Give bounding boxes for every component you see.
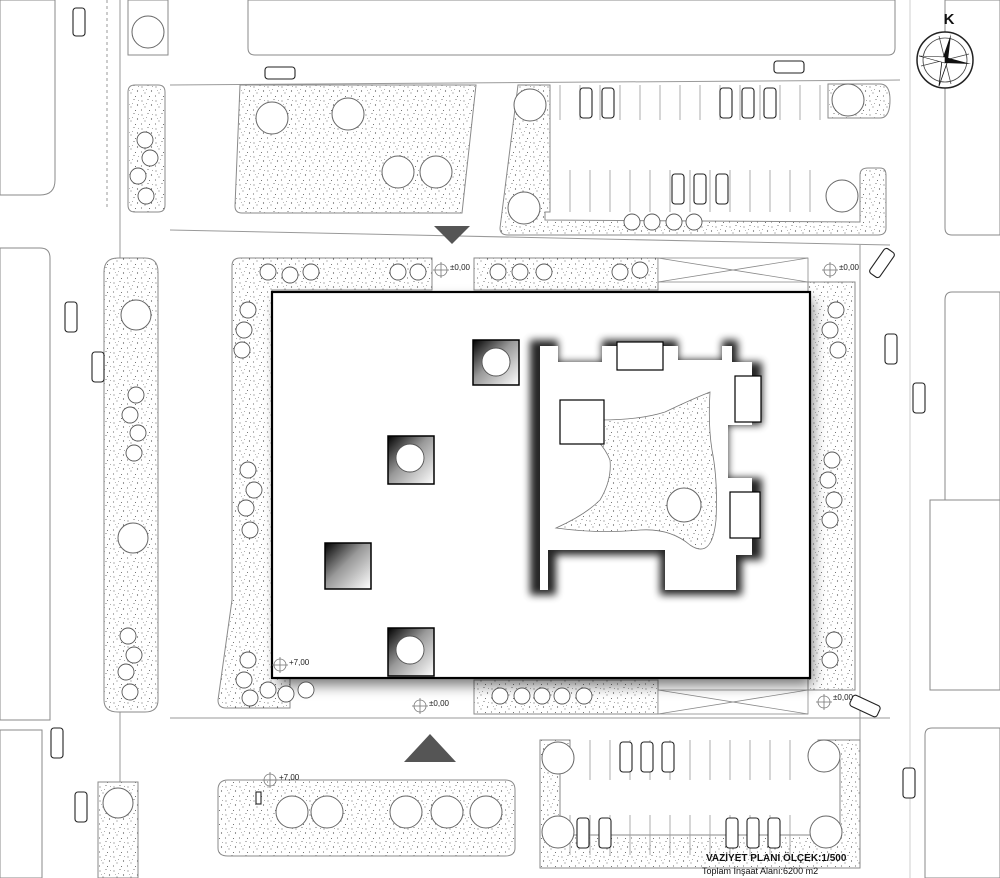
level-label: ±0,00 — [450, 263, 471, 272]
main-building — [270, 290, 812, 685]
level-marker: ±0,00 — [816, 693, 854, 710]
level-label: +7,00 — [289, 658, 310, 667]
plan-subtitle: Toplam İnşaat Alanı:6200 m2 — [702, 866, 818, 876]
level-label: ±0,00 — [429, 699, 450, 708]
level-label: ±0,00 — [833, 693, 854, 702]
road-edges — [106, 0, 911, 878]
plan-title: VAZİYET PLANI ÖLÇEK:1/500 — [706, 851, 847, 864]
entrance-triangle-icon — [434, 226, 470, 244]
light-wells — [324, 339, 520, 677]
level-marker: ±0,00 — [412, 698, 450, 714]
entrance-triangle-icon — [404, 734, 456, 762]
level-label: +7,00 — [279, 773, 300, 782]
level-markers: ±0,00 ±0,00 +7,00 ±0,00 ±0,00 — [262, 262, 860, 788]
level-marker: +7,00 — [272, 657, 310, 673]
level-marker: ±0,00 — [822, 262, 860, 278]
north-label: K — [944, 11, 955, 28]
level-marker: ±0,00 — [433, 262, 471, 278]
north-arrow-compass-icon: K — [916, 11, 974, 89]
level-label: ±0,00 — [839, 263, 860, 272]
level-marker: +7,00 — [262, 772, 300, 788]
cars — [50, 7, 926, 849]
ramps — [657, 257, 809, 715]
trees — [102, 15, 865, 849]
